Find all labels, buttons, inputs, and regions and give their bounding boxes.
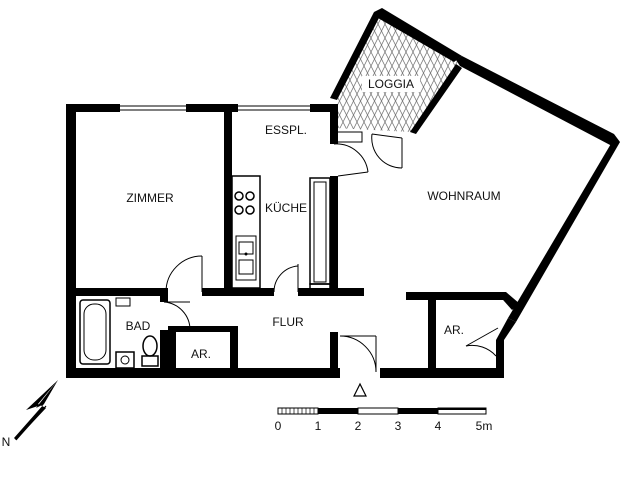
room-label-ar-left: AR.: [191, 347, 211, 361]
scale-tick-0: 0: [275, 419, 282, 433]
room-label-bad: BAD: [126, 319, 151, 333]
room-label-kueche: KÜCHE: [265, 201, 307, 215]
loggia-tile-grid: [336, 18, 458, 132]
doors: [163, 133, 499, 373]
loggia-label-bg: [362, 76, 420, 92]
scale-bar: 0 1 2 3 4 5m: [275, 407, 493, 433]
compass-label: N: [2, 435, 11, 449]
loggia-sill: [335, 131, 363, 143]
scale-tick-5: 5m: [476, 419, 493, 433]
room-label-esspl: ESSPL.: [265, 123, 307, 137]
washbasin-icon: [115, 351, 135, 369]
scale-tick-1: 1: [315, 419, 322, 433]
stove-icon: [234, 191, 255, 215]
north-arrow-icon: [14, 380, 58, 441]
entrance-marker-icon: [353, 382, 367, 397]
scale-tick-3: 3: [395, 419, 402, 433]
utility-box: [115, 297, 131, 307]
room-label-wohnraum: WOHNRAUM: [427, 189, 500, 203]
scale-tick-4: 4: [435, 419, 442, 433]
room-label-loggia: LOGGIA: [368, 77, 414, 91]
room-label-zimmer: ZIMMER: [126, 191, 174, 205]
room-label-flur: FLUR: [272, 315, 304, 329]
kitchen-sink-icon: [235, 235, 257, 281]
room-label-ar-right: AR.: [444, 323, 464, 337]
walls: [66, 8, 620, 378]
scale-tick-2: 2: [355, 419, 362, 433]
bathtub-icon: [79, 299, 111, 365]
toilet-icon: [141, 335, 159, 367]
